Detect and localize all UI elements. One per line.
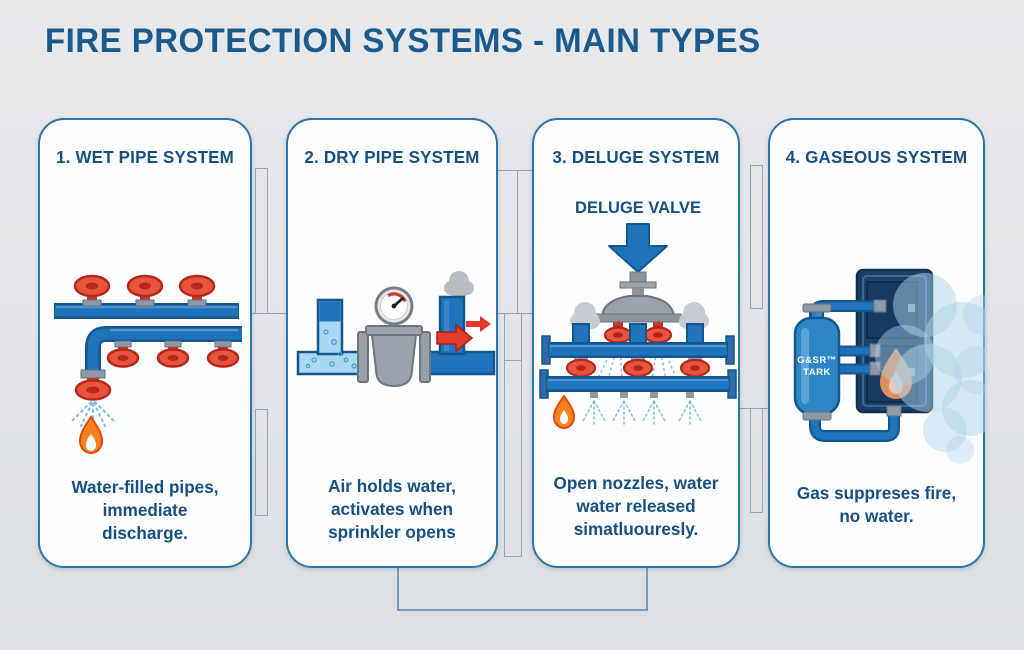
connector-line xyxy=(504,313,522,557)
sprinkler-icon xyxy=(106,340,140,368)
tank-label-line2: TARK xyxy=(803,367,831,378)
panel-description: Air holds water, activates when sprinkle… xyxy=(328,476,456,543)
connector-line xyxy=(750,408,763,513)
panel-description: Water-filled pipes, immediate discharge. xyxy=(71,477,219,544)
sprinkler-icon xyxy=(156,340,190,368)
connector-line xyxy=(255,168,268,314)
connector-line xyxy=(252,313,286,314)
connector-line xyxy=(498,170,532,171)
sprinkler-icon xyxy=(206,340,240,368)
sprinkler-icon xyxy=(643,322,673,344)
gas-mist xyxy=(875,273,987,464)
water-pipe xyxy=(296,298,368,376)
flow-arrow-icon xyxy=(436,323,474,353)
pipe xyxy=(54,303,239,319)
panel-dry-pipe: 2. DRY PIPE SYSTEM xyxy=(286,118,498,568)
pipe xyxy=(539,369,737,399)
pipe xyxy=(85,326,242,372)
gaseous-illustration: G&SR™ TARK xyxy=(793,268,987,464)
sprinkler-icon xyxy=(603,322,633,344)
pressure-gauge-icon xyxy=(374,286,414,326)
valve-wheel-icon xyxy=(73,274,111,307)
nozzle-spray xyxy=(582,392,702,425)
tank-label-line1: G&SR™ xyxy=(797,355,836,366)
valve-wheel-icon xyxy=(178,274,216,307)
deluge-valve xyxy=(593,271,683,323)
panel-deluge: 3. DELUGE SYSTEM DELUGE VALVE xyxy=(532,118,740,568)
panel-wet-pipe: 1. WET PIPE SYSTEM xyxy=(38,118,252,568)
page-title: FIRE PROTECTION SYSTEMS - MAIN TYPES xyxy=(45,22,761,60)
flame-icon xyxy=(552,394,576,430)
connector-line xyxy=(750,165,763,309)
sprinkler-icon xyxy=(74,369,112,401)
connector-line xyxy=(504,360,522,361)
dry-pipe-illustration xyxy=(296,271,496,388)
deluge-illustration: DELUGE VALVE xyxy=(539,199,737,430)
gas-tank-icon: G&SR™ TARK xyxy=(793,303,841,421)
connector-line xyxy=(517,170,518,313)
wet-pipe-illustration xyxy=(54,274,242,455)
dry-pipe-valve xyxy=(357,318,431,388)
flow-arrow-icon xyxy=(466,316,491,332)
panel-heading: 3. DELUGE SYSTEM xyxy=(552,147,720,167)
panel-heading: 4. GASEOUS SYSTEM xyxy=(785,147,968,167)
down-arrow-icon xyxy=(608,223,668,273)
panel-gaseous: 4. GASEOUS SYSTEM xyxy=(768,118,987,568)
panel-description: Gas suppreses fire, no water. xyxy=(796,483,957,527)
pipe xyxy=(541,335,735,365)
deluge-valve-label: DELUGE VALVE xyxy=(575,199,701,217)
valve-wheel-icon xyxy=(126,274,164,307)
panel-heading: 2. DRY PIPE SYSTEM xyxy=(304,147,480,167)
panel-heading: 1. WET PIPE SYSTEM xyxy=(56,147,234,167)
connector-line xyxy=(397,568,648,611)
panel-description: Open nozzles, water water released simat… xyxy=(553,473,719,540)
connector-line xyxy=(255,409,268,516)
flame-icon xyxy=(78,415,104,455)
